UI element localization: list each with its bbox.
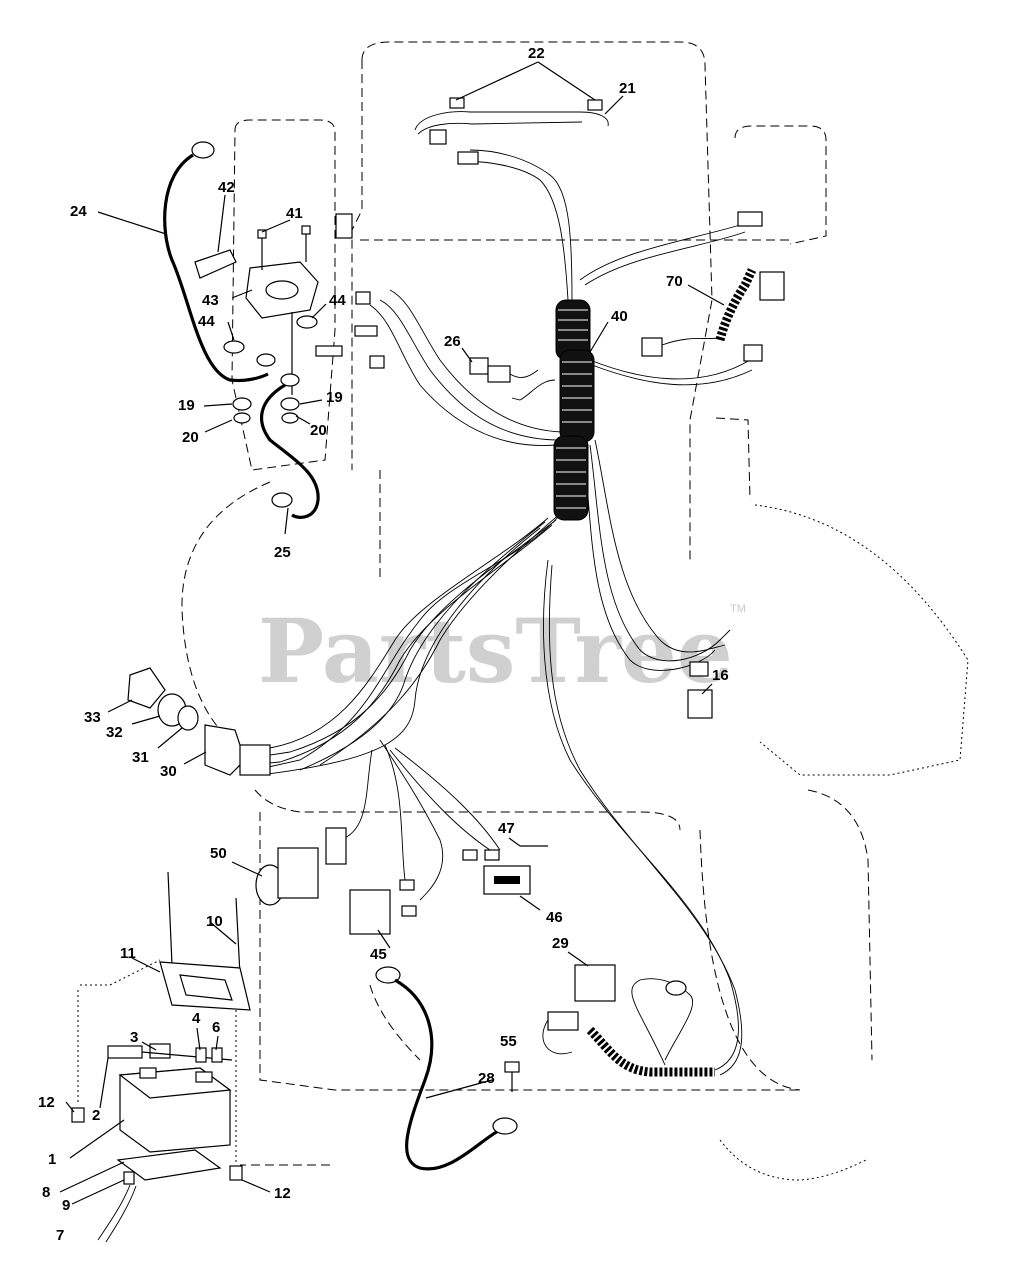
wire-bundle (247, 149, 761, 1076)
callout-25: 25 (274, 544, 291, 561)
battery-hold-down (159, 871, 251, 1011)
callout-43: 43 (202, 292, 219, 309)
callout-16: 16 (712, 667, 729, 684)
watermark-tm: TM (730, 603, 746, 615)
part-43-solenoid (194, 225, 319, 424)
callout-29: 29 (552, 935, 569, 952)
callout-44-left: 44 (198, 313, 215, 330)
part-50-switch (255, 827, 347, 906)
watermark-text: PartsTree (258, 599, 733, 703)
callout-7: 7 (56, 1227, 64, 1244)
callout-2: 2 (92, 1107, 100, 1124)
part-55-screw (504, 1061, 520, 1092)
ignition-switch-assembly (127, 667, 271, 776)
part-21-harness (414, 97, 609, 165)
part-16-switch (687, 661, 713, 719)
callout-44-right: 44 (329, 292, 346, 309)
callout-30: 30 (160, 763, 177, 780)
callout-33: 33 (84, 709, 101, 726)
leader-lines (59, 61, 725, 1205)
part-28-cable (375, 966, 518, 1171)
part-70-coiled-wire (641, 211, 785, 362)
part-29-relay (547, 964, 616, 1031)
battery-terminal-hardware (71, 1043, 243, 1181)
callout-50: 50 (210, 845, 227, 862)
callout-32: 32 (106, 724, 123, 741)
part-45-module (349, 879, 417, 935)
part-24-cable (163, 141, 276, 383)
part-26-connector (469, 357, 539, 383)
part-46-hourmeter (462, 845, 548, 895)
callout-6: 6 (212, 1019, 220, 1036)
callout-42: 42 (218, 179, 235, 196)
callout-3: 3 (130, 1029, 138, 1046)
callout-11: 11 (120, 945, 136, 962)
callout-45: 45 (370, 946, 387, 963)
misc-connectors-upper (315, 213, 385, 369)
callout-labels: 22 21 24 42 41 43 44 44 70 40 26 19 19 2… (38, 45, 729, 1244)
callout-70: 70 (666, 273, 683, 290)
callout-19-left: 19 (178, 397, 195, 414)
part-40-loom (553, 299, 595, 521)
callout-47: 47 (498, 820, 515, 837)
callout-8: 8 (42, 1184, 50, 1201)
callout-26: 26 (444, 333, 461, 350)
callout-20-left: 20 (182, 429, 199, 446)
callout-1: 1 (48, 1151, 56, 1168)
callout-46: 46 (546, 909, 563, 926)
watermark: PartsTree TM (258, 599, 746, 703)
lower-coiled-wire (542, 978, 715, 1077)
part-1-battery (97, 1067, 232, 1243)
callout-22: 22 (528, 45, 545, 62)
callout-55: 55 (500, 1033, 517, 1050)
callout-20-right: 20 (310, 422, 327, 439)
callout-40: 40 (611, 308, 628, 325)
callout-9: 9 (62, 1197, 70, 1214)
callout-31: 31 (132, 749, 149, 766)
callout-19-right: 19 (326, 389, 343, 406)
callout-4: 4 (192, 1010, 201, 1027)
callout-12-left: 12 (38, 1094, 55, 1111)
callout-41: 41 (286, 205, 303, 222)
callout-24: 24 (70, 203, 87, 220)
part-25-cable (260, 373, 320, 519)
callout-28: 28 (478, 1070, 495, 1087)
callout-12-right: 12 (274, 1185, 291, 1202)
callout-10: 10 (206, 913, 223, 930)
callout-21: 21 (619, 80, 636, 97)
